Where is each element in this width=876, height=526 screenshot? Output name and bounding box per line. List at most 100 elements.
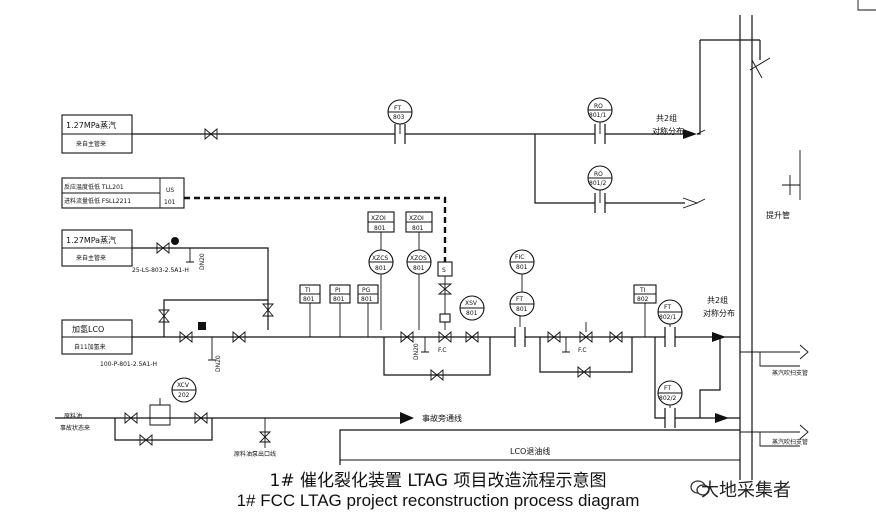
raw-pump-label: 原料油泵出口线: [234, 450, 276, 458]
ft802-1-bubble: FT 802/1: [657, 299, 683, 325]
xzcs801-bubble: XZCS 801: [368, 249, 394, 275]
svg-text:801: 801: [375, 265, 387, 272]
pairs-top-line2: 对称分布: [652, 126, 684, 136]
us-num: 101: [164, 199, 176, 206]
line-25-label: 25-LS-803-2.5A1-H: [132, 267, 189, 274]
riser-pipe: [739, 15, 753, 480]
caption-chinese: 1# 催化裂化装置 LTAG 项目改造流程示意图: [269, 471, 607, 491]
pairs-top-line1: 共2组: [656, 113, 677, 123]
pi801-box: PI 801: [329, 284, 351, 304]
ti802-box: TI 802: [633, 284, 657, 304]
xzo801-a-box: XZOI 801: [367, 211, 395, 233]
svg-text:801: 801: [516, 306, 528, 313]
svg-text:FIC: FIC: [515, 254, 524, 261]
pg801-box: PG 801: [357, 284, 379, 304]
bypass-1: [383, 337, 491, 376]
arrow-lco-upper: [712, 332, 726, 342]
xcv202-bubble: XCV 202: [171, 377, 197, 403]
accident-arrow: [400, 412, 414, 424]
svg-text:FT: FT: [516, 296, 523, 303]
svg-text:803: 803: [393, 114, 405, 121]
svg-text:RO: RO: [594, 171, 603, 178]
dn20-c: DN20: [413, 343, 420, 360]
fic801-bubble: FIC 801: [509, 249, 535, 275]
ft801-bubble: FT 801: [509, 291, 535, 317]
svg-text:XZOI: XZOI: [371, 215, 386, 222]
dn20-b: DN20: [215, 355, 222, 372]
branch-lower: [534, 134, 685, 204]
dn20-a: DN20: [199, 253, 206, 270]
interlock-line2: 进料流量低低 FSLL2211: [64, 197, 131, 205]
steam-blow-2: 蒸汽吹扫支管: [772, 438, 808, 446]
raw-oil-line1: 原料油: [64, 412, 82, 420]
svg-text:FT: FT: [664, 385, 671, 392]
riser-label: 提升管: [766, 210, 790, 220]
svg-text:PG: PG: [362, 287, 371, 294]
steam-source-top-line2: 来自主管来: [76, 140, 106, 148]
ft803-bubble: FT 803: [387, 99, 413, 125]
frame-corner: [857, 0, 876, 11]
svg-text:801: 801: [303, 296, 315, 303]
lco-feed-line1: 加氢LCO: [72, 324, 104, 334]
riser-nozzle: [782, 175, 800, 195]
lco-return-label: LCO退油线: [510, 446, 550, 456]
svg-text:RO: RO: [594, 103, 603, 110]
svg-text:XZOI: XZOI: [409, 215, 424, 222]
watermark-text: 大地采集者: [701, 480, 791, 501]
svg-text:FT: FT: [664, 304, 671, 311]
riser-top-feed: [700, 39, 761, 60]
bypass-2: [539, 337, 633, 373]
lco-lower-branch: [654, 337, 740, 419]
xsv801-bubble: XSV 801: [459, 295, 485, 321]
xzo801-b-box: XZOI 801: [405, 211, 433, 233]
svg-text:801: 801: [466, 310, 478, 317]
interlock-line1: 反应温度低低 TLL201: [64, 183, 124, 191]
svg-text:802/2: 802/2: [659, 395, 676, 402]
line-100-label: 100-P-801-2.5A1-H: [100, 361, 157, 368]
steam-blow-1: 蒸汽吹扫支管: [772, 369, 808, 377]
us-tag: US: [166, 187, 174, 194]
svg-text:XCV: XCV: [177, 382, 190, 389]
svg-text:XZCS: XZCS: [372, 255, 388, 262]
solenoid-box: S: [437, 261, 453, 277]
steam-source-mid-line1: 1.27MPa蒸汽: [66, 235, 116, 245]
gate-valve-mid: [156, 242, 170, 254]
svg-text:202: 202: [178, 392, 190, 399]
svg-text:FT: FT: [394, 105, 401, 112]
svg-text:XZOS: XZOS: [410, 255, 427, 262]
steam-source-mid-line2: 来自主管来: [76, 254, 106, 262]
steam-source-top-line1: 1.27MPa蒸汽: [66, 120, 116, 130]
raw-oil-bypass: [114, 418, 213, 441]
ro801-1-bubble: RO 801/1: [587, 97, 613, 123]
check-valve-mid: [171, 237, 179, 245]
svg-text:801: 801: [333, 296, 345, 303]
gate-valve-top: [204, 128, 218, 140]
steam-source-mid: 1.27MPa蒸汽 来自主管来: [61, 229, 133, 267]
svg-text:TI: TI: [304, 287, 311, 294]
svg-text:801/2: 801/2: [589, 180, 606, 187]
svg-text:XSV: XSV: [465, 300, 478, 307]
svg-text:802: 802: [637, 296, 649, 303]
xzos801-bubble: XZOS 801: [406, 249, 432, 275]
raw-oil-source: 原料油 事故状态来: [60, 412, 90, 432]
accident-label: 事故旁通线: [422, 413, 462, 423]
gate-valve-steam-drop: [262, 303, 274, 317]
wechat-icon: [690, 480, 710, 496]
svg-text:801: 801: [516, 264, 528, 271]
fc-label-1: F.C: [438, 347, 447, 354]
ft802-2-bubble: FT 802/2: [657, 380, 683, 406]
steam-source-top: 1.27MPa蒸汽 来自主管来: [61, 114, 133, 154]
pairs-mid-line1: 共2组: [707, 295, 728, 305]
arrow-lower: [682, 197, 699, 209]
svg-text:801/1: 801/1: [589, 112, 606, 119]
arrow-upper: [683, 129, 697, 139]
ti801-box: TI 801: [299, 284, 321, 304]
pairs-mid-line2: 对称分布: [703, 308, 735, 318]
svg-text:801: 801: [361, 296, 373, 303]
svg-text:TI: TI: [639, 287, 646, 294]
svg-text:S: S: [442, 267, 446, 274]
lco-bypass-loop: [163, 299, 268, 337]
svg-text:PI: PI: [335, 287, 341, 294]
lco-return-line: [339, 429, 740, 465]
